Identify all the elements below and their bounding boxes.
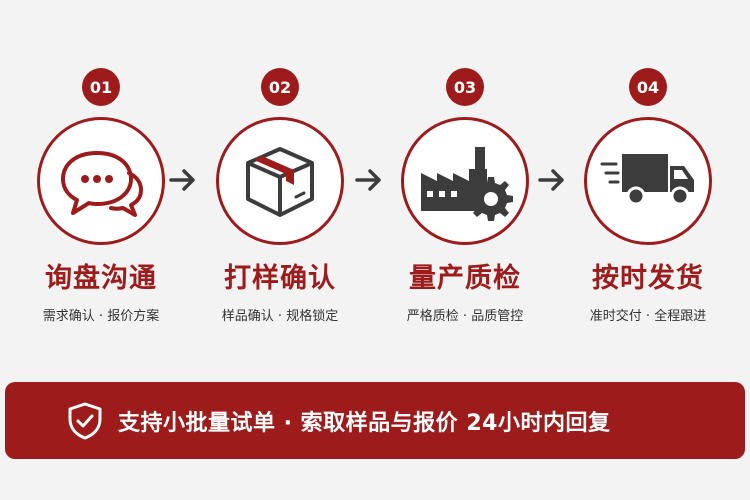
chat-bubbles-icon	[61, 151, 143, 217]
step-subtitle: 严格质检 · 品质管控	[406, 309, 524, 324]
step-icon-circle	[216, 117, 344, 245]
box-icon	[246, 147, 314, 217]
arrow-right-icon	[169, 169, 195, 191]
step-icon-circle	[584, 117, 712, 245]
step-title: 量产质检	[409, 263, 521, 294]
step-subtitle: 准时交付 · 全程跟进	[589, 309, 707, 324]
step-title: 打样确认	[224, 263, 336, 294]
step-subtitle: 样品确认 · 规格锁定	[221, 309, 339, 324]
shield-check-icon	[68, 402, 102, 440]
arrow-right-icon	[355, 169, 381, 191]
step-number-badge: 04	[629, 68, 667, 106]
step-number-badge: 01	[82, 68, 120, 106]
step-title: 询盘沟通	[45, 263, 157, 294]
step-subtitle: 需求确认 · 报价方案	[42, 309, 160, 324]
step-number-badge: 03	[446, 68, 484, 106]
step-title: 按时发货	[592, 263, 704, 294]
banner-text: 支持小批量试单 · 索取样品与报价 24小时内回复	[118, 410, 611, 436]
factory-gear-icon	[421, 147, 513, 221]
step-icon-circle	[401, 117, 529, 245]
delivery-truck-icon	[600, 154, 694, 206]
step-number-badge: 02	[261, 68, 299, 106]
step-icon-circle	[37, 117, 165, 245]
offer-banner: 支持小批量试单 · 索取样品与报价 24小时内回复	[5, 382, 745, 459]
arrow-right-icon	[538, 169, 564, 191]
